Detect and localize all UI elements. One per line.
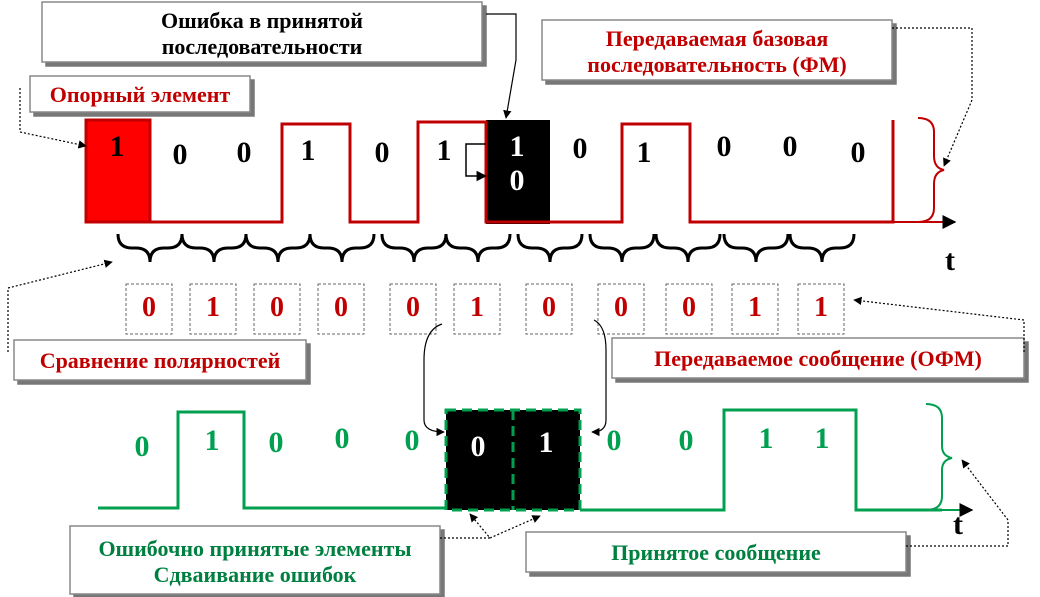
errors-line2: Сдваивание ошибок: [154, 562, 357, 587]
top-bit-9: 1: [637, 136, 652, 169]
msg-bit-11: 1: [814, 292, 828, 323]
polarity-box: Сравнение полярностей: [13, 339, 307, 381]
error-link-left: [423, 323, 445, 437]
error-link-right: [591, 319, 607, 437]
brace-8: [588, 233, 656, 263]
top-waveform: [84, 118, 895, 224]
comparison-braces: [116, 233, 856, 263]
error-bit-pointer: [465, 143, 488, 182]
rx-bit-4: 0: [335, 422, 350, 455]
rx-bit-3: 0: [269, 426, 284, 459]
top-bit-7: 1: [510, 130, 525, 163]
top-bit-5: 0: [375, 136, 390, 169]
msg-bit-5: 0: [406, 292, 420, 323]
top-bits: 1 0 0 1 0 1 1 0 0 1 0 0 0: [110, 130, 866, 197]
rx-bit-1: 0: [135, 430, 150, 463]
errors-box: Ошибочно принятые элементы Сдваивание ош…: [69, 525, 441, 595]
brace-5: [380, 233, 448, 263]
received-msg-label: Принятое сообщение: [611, 540, 821, 565]
errors-arrow-right: [489, 515, 541, 539]
received-msg-box: Принятое сообщение: [525, 531, 907, 573]
message-bits: 0 1 0 0 0 1 0 0 0 1 1: [125, 283, 845, 335]
transmitted-msg-box: Передаваемое сообщение (ОФМ): [611, 337, 1025, 379]
msg-bit-3: 0: [270, 292, 284, 323]
top-bit-2: 0: [173, 138, 188, 171]
ref-element-label: Опорный элемент: [50, 82, 231, 107]
top-bit-7-alt: 0: [510, 164, 525, 197]
rx-bit-11: 1: [815, 422, 830, 455]
rx-bit-5: 0: [405, 424, 420, 457]
brace-4: [308, 233, 376, 263]
base-seq-line2: последовательность (ФМ): [587, 52, 846, 77]
top-bit-8: 0: [573, 132, 588, 165]
top-brace: [917, 117, 945, 223]
msg-bit-4: 0: [334, 292, 348, 323]
brace-1: [116, 233, 184, 263]
brace-11: [788, 233, 856, 263]
error-element-black: [486, 120, 550, 224]
error-title-line2: последовательности: [162, 34, 363, 59]
top-bit-11: 0: [783, 130, 798, 163]
rx-bit-6: 0: [471, 430, 486, 463]
polarity-arrow: [7, 259, 113, 352]
brace-7: [516, 233, 584, 263]
msg-bit-6: 1: [470, 292, 484, 323]
brace-2: [180, 233, 248, 263]
rx-bit-2: 1: [205, 424, 220, 457]
error-title-line1: Ошибка в принятой: [161, 8, 363, 33]
top-bit-3: 0: [237, 136, 252, 169]
msg-bit-1: 0: [142, 292, 156, 323]
base-seq-box: Передаваемая базовая последовательность …: [541, 19, 893, 81]
rx-bit-10: 1: [759, 422, 774, 455]
transmitted-msg-label: Передаваемое сообщение (ОФМ): [654, 346, 982, 371]
brace-6: [444, 233, 512, 263]
msg-bit-8: 0: [614, 292, 628, 323]
top-bit-10: 0: [717, 130, 732, 163]
received-msg-arrow: [906, 459, 1009, 547]
brace-9: [654, 233, 722, 263]
bottom-brace: [925, 403, 953, 511]
msg-bit-7: 0: [542, 292, 556, 323]
base-seq-arrow: [892, 27, 973, 167]
msg-bit-10: 1: [748, 292, 762, 323]
top-bit-12: 0: [851, 136, 866, 169]
bottom-waveform: [98, 410, 446, 510]
top-bit-4: 1: [301, 134, 316, 167]
error-title-arrow: [486, 13, 517, 119]
top-t-label: t: [945, 244, 955, 277]
polarity-label: Сравнение полярностей: [40, 348, 281, 373]
base-seq-line1: Передаваемая базовая: [606, 26, 829, 51]
ref-element-box: Опорный элемент: [29, 75, 251, 113]
bottom-waveform-right: [580, 408, 942, 512]
ref-element-arrow: [19, 88, 87, 149]
brace-3: [244, 233, 312, 263]
top-bit-6: 1: [437, 134, 452, 167]
brace-10: [722, 233, 790, 263]
bottom-t-label: t: [953, 508, 963, 541]
connectors: [7, 13, 1025, 547]
msg-bit-2: 1: [206, 292, 220, 323]
rx-bit-8: 0: [607, 424, 622, 457]
error-title-box: Ошибка в принятой последовательности: [41, 1, 483, 63]
rx-bit-7: 1: [539, 426, 554, 459]
errors-line1: Ошибочно принятые элементы: [98, 536, 411, 561]
msg-bit-9: 0: [682, 292, 696, 323]
top-bit-1: 1: [110, 130, 125, 163]
errors-arrow-left: [440, 513, 492, 539]
rx-bit-9: 0: [679, 424, 694, 457]
received-bits: 0 1 0 0 0 0 1 0 0 1 1: [135, 422, 830, 463]
